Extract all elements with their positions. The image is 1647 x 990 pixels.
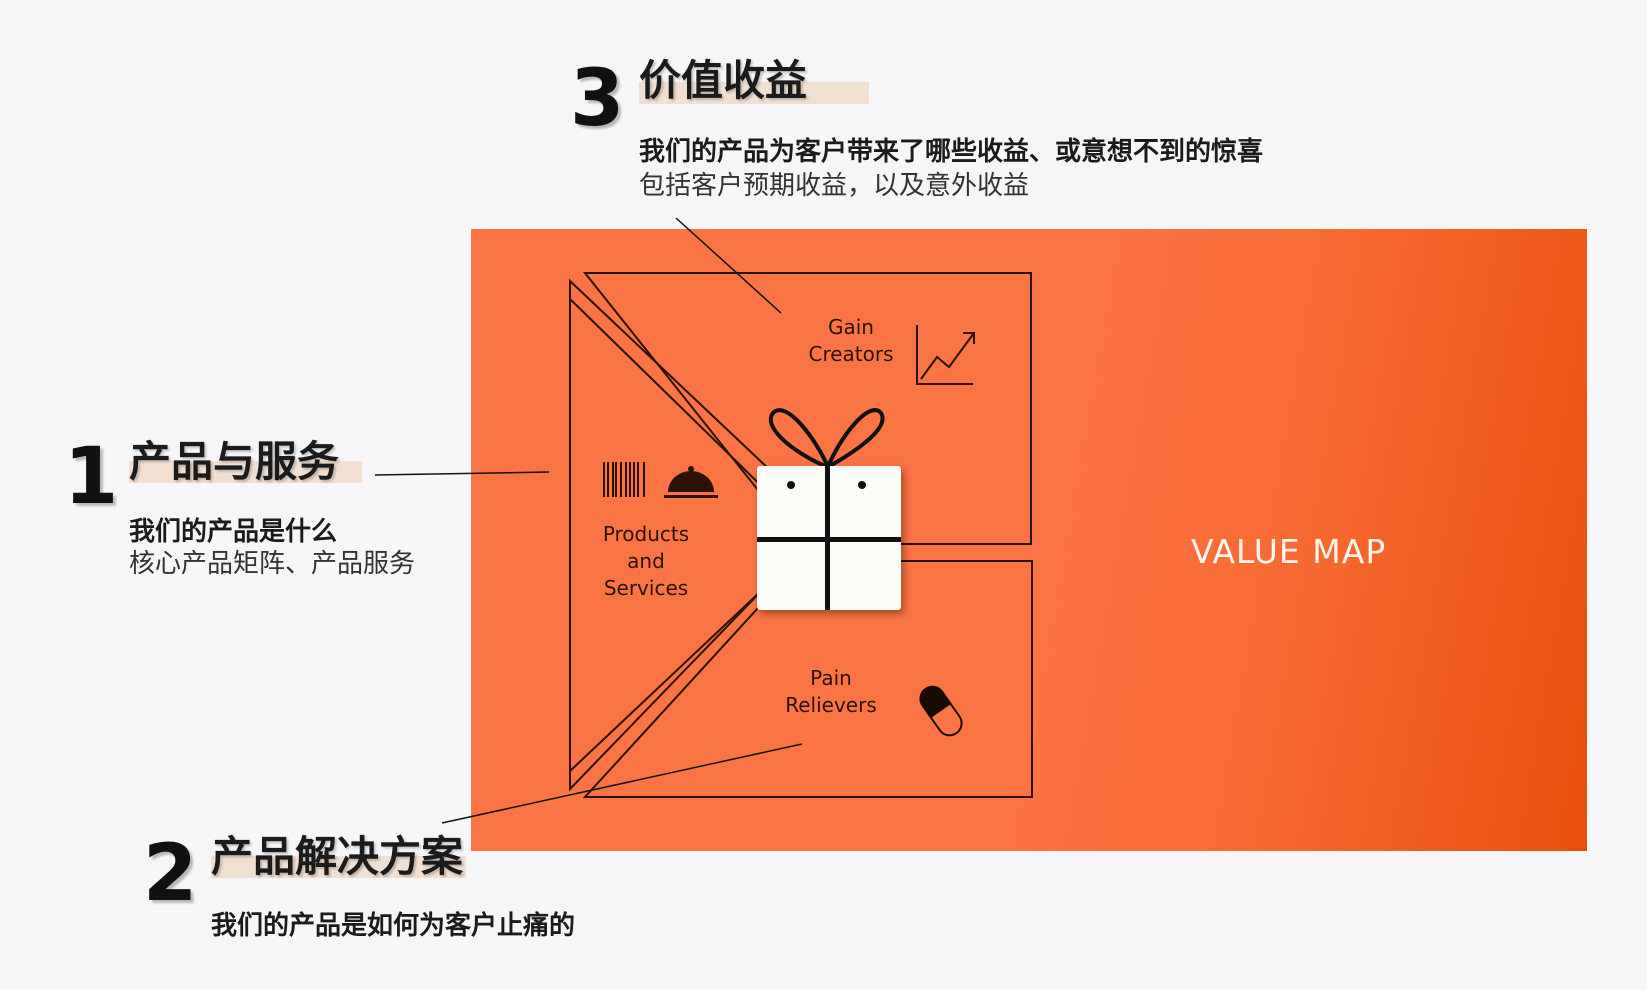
section-title-2: 产品解决方案 (211, 832, 464, 881)
section-desc-1: 核心产品矩阵、产品服务 (129, 549, 416, 579)
connector-section-1 (374, 471, 550, 476)
section-subtitle-2: 我们的产品是如何为客户止痛的 (211, 911, 576, 941)
connector-section-3 (675, 217, 782, 314)
barcode-icon (603, 462, 645, 497)
title-highlight-1 (129, 461, 362, 483)
pain-relievers-label: Pain Relievers (731, 665, 931, 719)
pill-icon (919, 685, 963, 737)
gift-icon (757, 466, 901, 610)
products-services-label: Products and Services (566, 521, 726, 602)
gain-creators-label: Gain Creators (751, 314, 951, 368)
growth-chart-icon (916, 325, 975, 385)
section-subtitle-1: 我们的产品是什么 (129, 517, 338, 547)
value-map-panel: Gain Creators Products and Services Pain… (471, 229, 1587, 851)
section-desc-3: 包括客户预期收益，以及意外收益 (639, 171, 1030, 201)
value-map-title: VALUE MAP (1191, 532, 1387, 571)
pain-relievers-label-line1: Pain (810, 666, 852, 690)
section-subtitle-3: 我们的产品为客户带来了哪些收益、或意想不到的惊喜 (639, 137, 1264, 167)
cloche-icon (664, 466, 718, 498)
section-number-1: 1 (64, 432, 119, 522)
title-highlight-2 (211, 856, 466, 878)
gift-bow-icon (768, 408, 885, 472)
gift-ribbon-horizontal (757, 537, 901, 542)
pain-relievers-label-line2: Relievers (785, 693, 877, 717)
section-title-3: 价值收益 (639, 56, 808, 105)
section-title-1: 产品与服务 (129, 437, 340, 486)
products-services-label-line2: and (627, 549, 665, 573)
value-map-diagram (569, 272, 1033, 798)
section-number-2: 2 (143, 829, 198, 919)
gain-creators-label-line1: Gain (828, 315, 874, 339)
gain-creators-label-line2: Creators (808, 342, 894, 366)
section-number-3: 3 (570, 54, 625, 144)
connector-section-2 (441, 743, 803, 824)
gift-dot-right (858, 481, 866, 489)
products-services-label-line3: Services (603, 576, 689, 600)
gift-dot-left (787, 481, 795, 489)
products-services-label-line1: Products (602, 522, 690, 546)
pain-relievers-area (582, 560, 1033, 798)
title-highlight-3 (639, 82, 869, 104)
